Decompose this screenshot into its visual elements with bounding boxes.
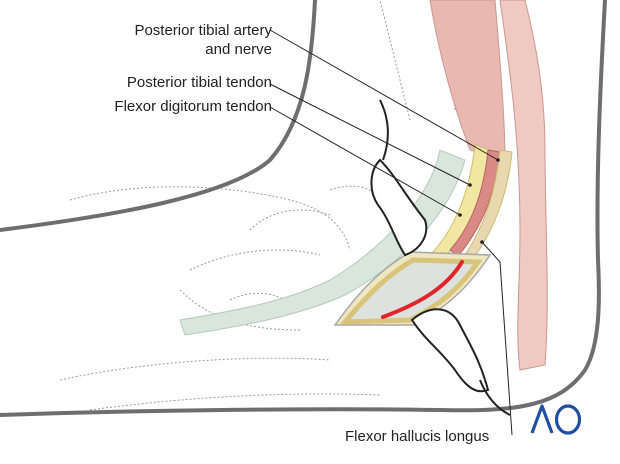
retractor-lower xyxy=(410,308,511,416)
label-posterior-tibial-artery: Posterior tibial artery and nerve xyxy=(134,21,272,59)
leader-line-flexor-digitorum xyxy=(269,106,461,216)
label-posterior-tibial-artery-line2: and nerve xyxy=(205,41,272,58)
surgical-wound xyxy=(333,251,492,326)
leader-line-flexor-hallucis xyxy=(481,241,513,436)
leader-lines xyxy=(269,29,513,436)
tendon-bundle xyxy=(179,144,513,336)
skin-outline xyxy=(0,0,607,417)
label-posterior-tibial-artery-line1: Posterior tibial artery xyxy=(134,22,272,39)
calf-muscles xyxy=(429,0,548,371)
leader-line-posterior-tibial xyxy=(269,83,471,186)
label-posterior-tibial-tendon: Posterior tibial tendon xyxy=(126,74,272,91)
label-flexor-digitorum-tendon: Flexor digitorum tendon xyxy=(114,98,272,115)
ao-logo: AO xyxy=(530,404,582,435)
label-flexor-hallucis-longus: Flexor hallucis longus xyxy=(345,428,490,445)
retractor-upper xyxy=(370,99,428,257)
incision-line xyxy=(381,260,464,319)
leader-line-artery xyxy=(269,29,499,161)
leader-dots xyxy=(458,158,500,244)
